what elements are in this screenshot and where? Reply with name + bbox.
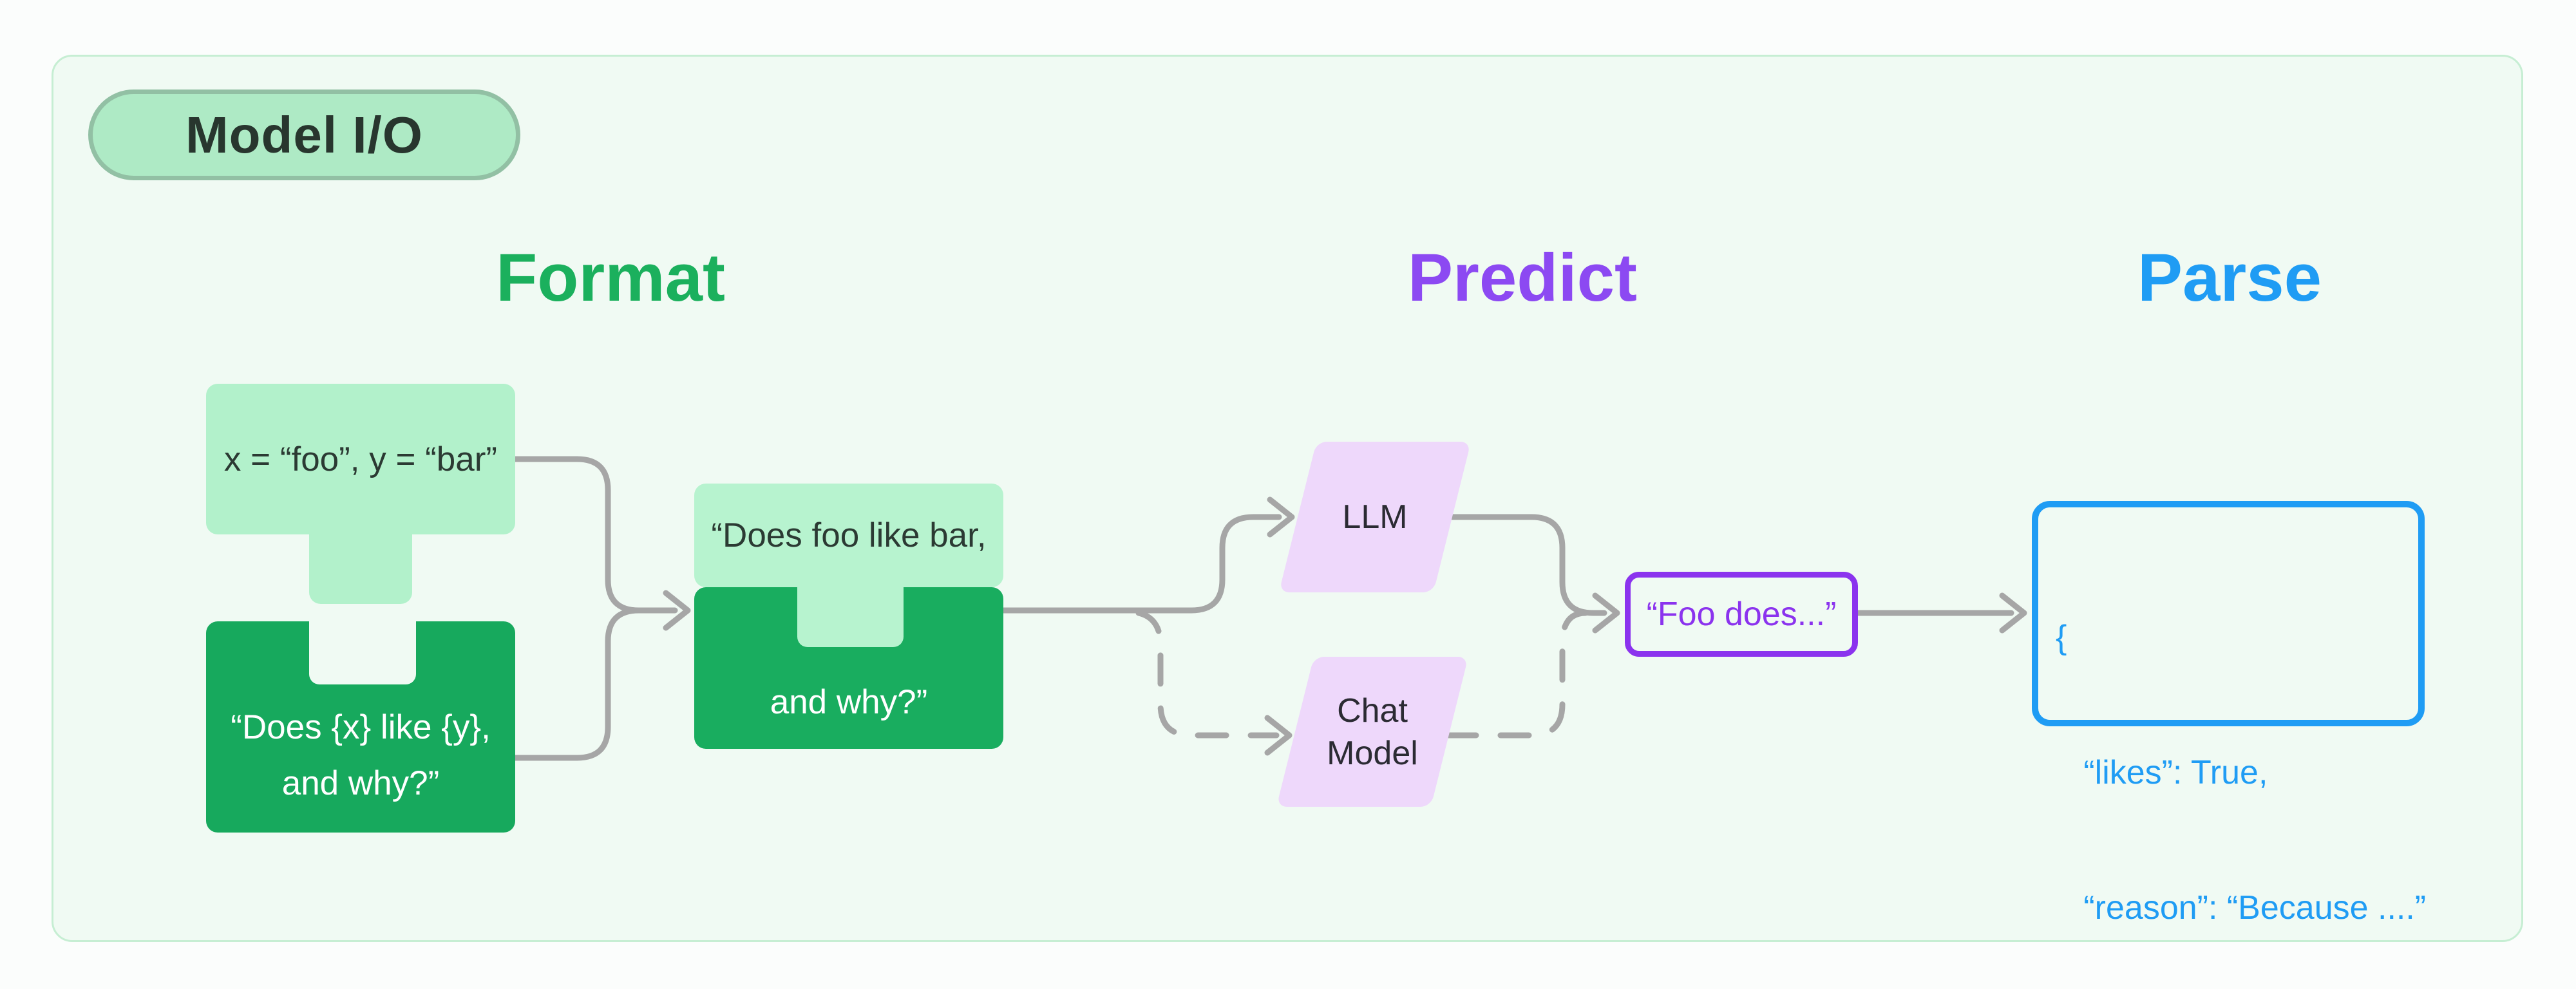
prompt-box-values: “Does foo like bar, [694, 484, 1003, 587]
model-io-badge-label: Model I/O [185, 106, 423, 164]
format-heading: Format [496, 240, 725, 316]
variables-box: x = “foo”, y = “bar” [206, 384, 515, 534]
chat-model-label: Chat Model [1295, 657, 1450, 807]
predict-heading: Predict [1408, 240, 1637, 316]
llm-label: LLM [1342, 498, 1408, 536]
prompt-box-tab [797, 586, 904, 647]
variables-box-tab [309, 533, 412, 604]
template-box-text: “Does {x} like {y}, and why?” [206, 699, 515, 811]
json-line-reason: “reason”: “Because ....” [2056, 889, 2427, 927]
json-line-open-brace: { [2056, 619, 2067, 656]
model-io-badge: Model I/O [88, 89, 520, 180]
template-box-line1: “Does {x} like {y}, [231, 708, 491, 746]
parsed-json-text: { “likes”: True, “reason”: “Because ....… [2056, 525, 2426, 989]
parse-heading: Parse [2137, 240, 2322, 316]
template-box-notch [309, 620, 416, 684]
json-line-likes: “likes”: True, [2056, 754, 2268, 791]
chat-model-label-line2: Model [1327, 734, 1418, 772]
model-output-box: “Foo does...” [1625, 572, 1858, 657]
model-output-text: “Foo does...” [1646, 596, 1837, 633]
parsed-json-box [2032, 501, 2425, 726]
prompt-box-line2: and why?” [770, 683, 928, 721]
chat-model-label-line1: Chat [1337, 692, 1408, 730]
prompt-box-line1: “Does foo like bar, [711, 516, 987, 554]
template-box-line2: and why?” [281, 764, 440, 802]
variables-box-text: x = “foo”, y = “bar” [223, 440, 498, 478]
